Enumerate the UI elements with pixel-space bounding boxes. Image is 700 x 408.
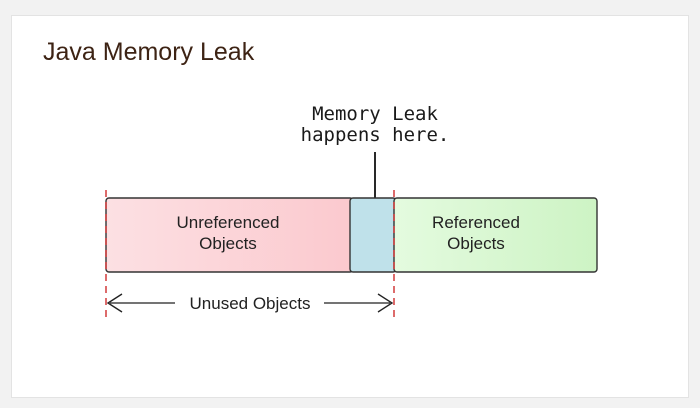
unused-objects-label: Unused Objects (190, 294, 311, 313)
callout-line-1: Memory Leak (312, 103, 438, 125)
slide-title: Java Memory Leak (43, 38, 255, 66)
unused-span-right-arrowhead (377, 293, 394, 313)
unused-span-left-arrowhead (106, 293, 123, 313)
unreferenced-label-line-2: Objects (199, 234, 257, 253)
unreferenced-label-line-1: Unreferenced (176, 213, 279, 232)
referenced-objects-box (393, 197, 598, 273)
leak-zone-box (349, 197, 397, 273)
callout-line-2: happens here. (301, 124, 450, 146)
referenced-label-line-1: Referenced (432, 213, 520, 232)
referenced-label-line-2: Objects (447, 234, 505, 253)
